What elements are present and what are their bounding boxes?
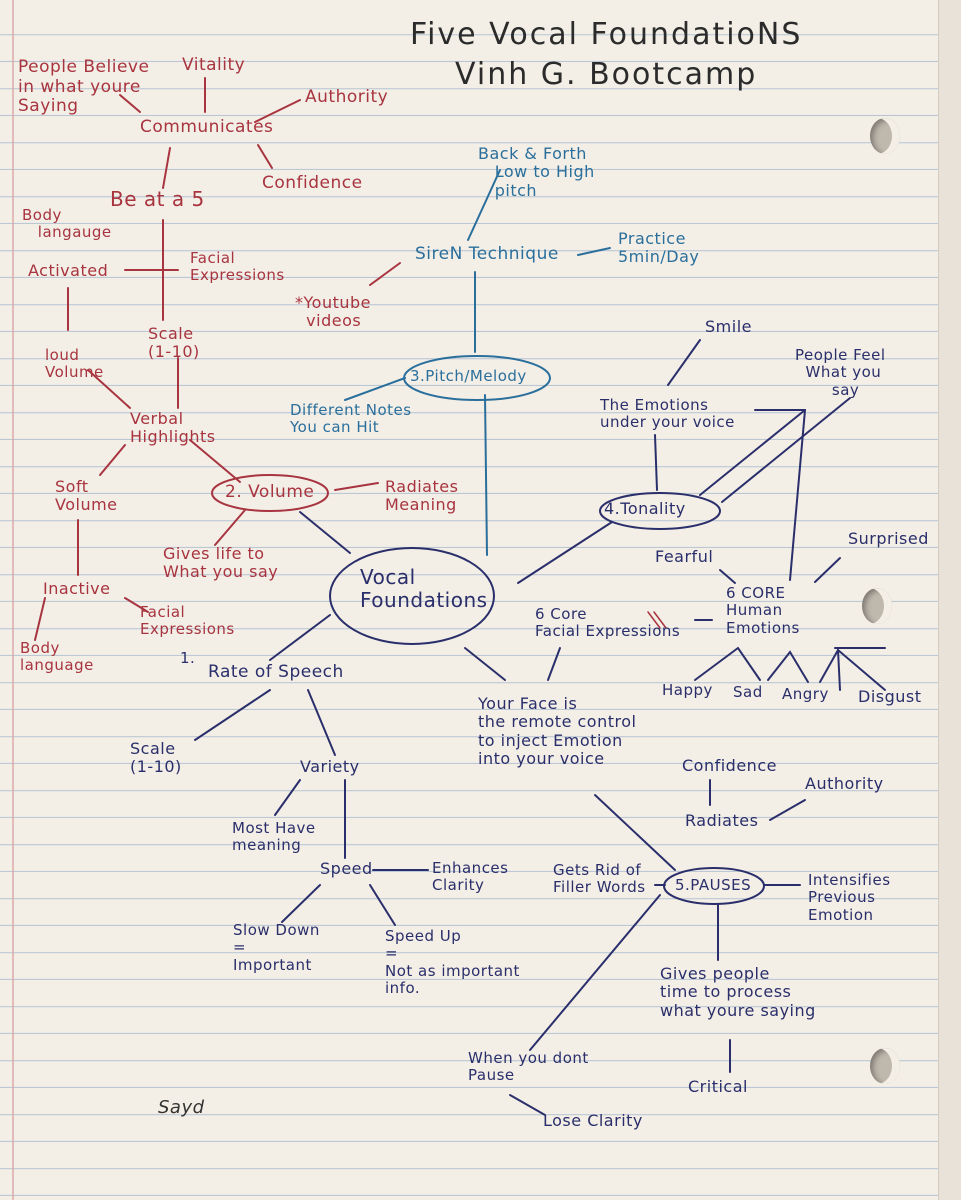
punch-hole-top — [870, 118, 900, 154]
punch-hole-middle — [862, 588, 892, 624]
label-speed-up: Speed Up = Not as important info. — [385, 927, 520, 997]
label-critical: Critical — [688, 1077, 748, 1096]
label-your-face: Your Face is the remote control to injec… — [478, 694, 637, 769]
label-slow-down: Slow Down = Important — [233, 921, 320, 974]
label-vitality: Vitality — [182, 55, 246, 75]
label-confidence-top: Confidence — [262, 173, 363, 193]
label-radiates: Radiates — [685, 811, 759, 830]
label-gives-people-time: Gives people time to process what youre … — [660, 964, 816, 1020]
label-facial-expressions-top: Facial Expressions — [190, 249, 285, 285]
label-fearful: Fearful — [655, 547, 714, 566]
label-enhances-clarity: Enhances Clarity — [432, 859, 509, 895]
label-practice: Practice 5min/Day — [618, 229, 700, 267]
label-authority-top: Authority — [305, 87, 389, 107]
label-when-dont-pause: When you dont Pause — [468, 1049, 589, 1085]
label-be-at-5: Be at a 5 — [110, 187, 205, 211]
label-lose-clarity: Lose Clarity — [543, 1111, 643, 1130]
label-soft-volume: Soft Volume — [55, 477, 118, 515]
node-volume: 2. Volume — [225, 482, 315, 502]
label-gets-rid-filler: Gets Rid of Filler Words — [553, 861, 646, 897]
punch-hole-bottom — [870, 1048, 900, 1084]
label-emotions-under: The Emotions under your voice — [600, 396, 735, 432]
label-siren-technique: SireN Technique — [415, 244, 559, 264]
node-pitch-melody: 3.Pitch/Melody — [410, 367, 527, 385]
label-sad: Sad — [733, 683, 763, 701]
label-variety: Variety — [300, 757, 360, 776]
label-surprised: Surprised — [848, 529, 929, 548]
label-radiates-meaning: Radiates Meaning — [385, 477, 459, 515]
node-vocal-foundations: Vocal Foundations — [360, 565, 488, 612]
node-tonality: 4.Tonality — [604, 499, 686, 518]
label-six-core-emotions: 6 CORE Human Emotions — [726, 584, 800, 637]
title-line-2: Vinh G. Bootcamp — [455, 57, 758, 92]
label-six-core-facial: 6 Core Facial Expressions — [535, 605, 681, 641]
label-body-language-top: Body langauge — [22, 206, 112, 242]
signature: Sayd — [158, 1097, 205, 1118]
label-speed: Speed — [320, 859, 373, 878]
label-gives-life: Gives life to What you say — [163, 544, 279, 582]
label-happy: Happy — [662, 681, 713, 699]
label-activated: Activated — [28, 261, 109, 280]
label-scale-bottom: Scale (1-10) — [130, 739, 182, 777]
node-pauses: 5.PAUSES — [675, 876, 752, 894]
label-disgust: Disgust — [858, 687, 922, 706]
label-youtube: *Youtube videos — [295, 293, 371, 331]
label-confidence-bottom: Confidence — [682, 756, 777, 775]
label-body-language-bottom: Body language — [20, 639, 94, 675]
margin-line — [12, 0, 14, 1200]
label-people-feel: People Feel What you say — [795, 346, 886, 399]
label-facial-expressions-bottom: Facial Expressions — [140, 603, 235, 639]
node-rate-number: 1. — [180, 649, 196, 667]
label-scale-top: Scale (1-10) — [148, 324, 200, 362]
label-intensifies: Intensifies Previous Emotion — [808, 871, 891, 924]
label-communicates: Communicates — [140, 117, 274, 137]
label-smile: Smile — [705, 317, 752, 336]
label-back-forth: Back & Forth Low to High pitch — [478, 144, 595, 200]
node-rate-of-speech: Rate of Speech — [208, 662, 344, 682]
label-inactive: Inactive — [43, 579, 111, 598]
binder-edge — [938, 0, 961, 1200]
label-loud-volume: loud Volume — [45, 346, 104, 382]
title-line-1: Five Vocal FoundatioNS — [410, 17, 803, 52]
label-angry: Angry — [782, 685, 829, 703]
label-different-notes: Different Notes You can Hit — [290, 401, 412, 437]
label-verbal-highlights: Verbal Highlights — [130, 409, 216, 447]
label-most-have-meaning: Most Have meaning — [232, 819, 316, 855]
label-authority-bottom: Authority — [805, 774, 884, 793]
label-people-believe: People Believe in what youre Saying — [18, 57, 150, 117]
